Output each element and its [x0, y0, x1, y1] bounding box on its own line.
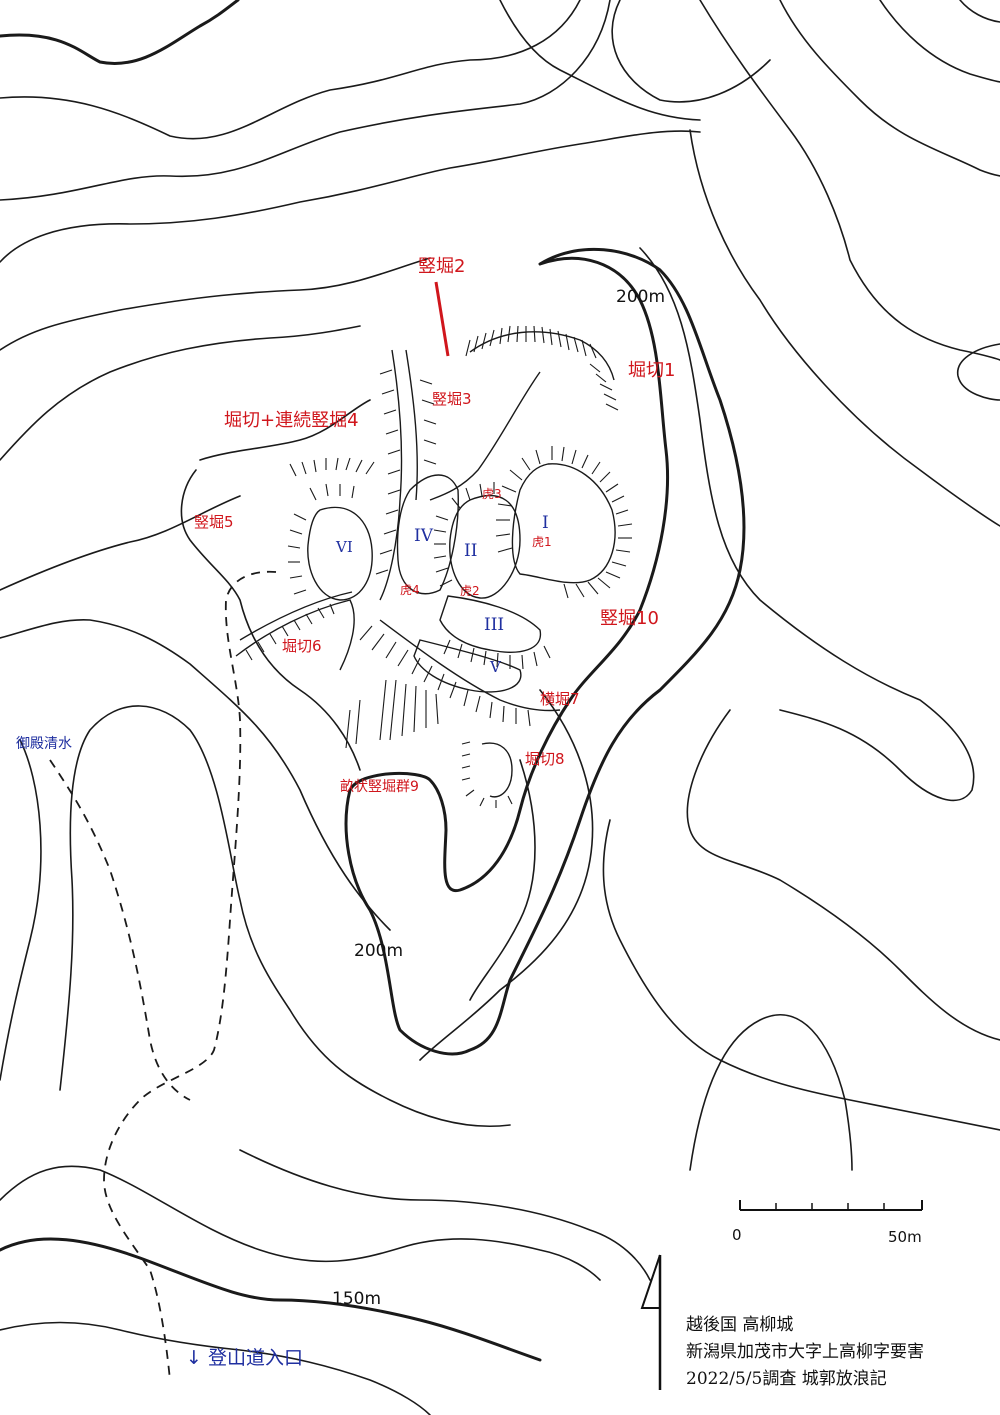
trench-7 [379, 619, 561, 712]
trench-6 [235, 599, 355, 671]
label-tatebori3: 竪堀3 [432, 390, 472, 408]
hachure-ridge-north [465, 325, 597, 359]
label-koguchi4: 虎4 [400, 583, 420, 597]
note-survey-date: 2022/5/5調査 城郭放浪記 [686, 1369, 887, 1389]
enclosure-I-outline [511, 463, 616, 584]
contour-200m-main [344, 247, 746, 1056]
hachure-enclosure-I [495, 446, 633, 599]
enclosure-II-outline [449, 495, 521, 599]
contour-top-left [0, 0, 240, 65]
contour-line [611, 0, 771, 103]
scale-bar: 0 50m [732, 1200, 923, 1246]
contour-line [0, 1321, 431, 1415]
ridge-trench [405, 349, 418, 501]
label-koguchi1: 虎1 [532, 535, 552, 549]
contour-line [959, 0, 1000, 23]
contour-line [469, 759, 536, 1001]
contour-150m [0, 1237, 542, 1362]
scale-zero: 0 [732, 1226, 742, 1244]
hachure-horikiri-8 [461, 741, 513, 808]
contour-line [957, 343, 1000, 401]
contour-line [639, 247, 975, 802]
contour-label-200m-top: 200m [616, 287, 665, 307]
contour-line [0, 619, 391, 931]
hachures [245, 325, 633, 808]
contour-line [779, 0, 1000, 177]
contour-line [0, 0, 611, 201]
contour-line [180, 469, 361, 771]
contour-line [239, 1149, 651, 1281]
contour-line [0, 325, 361, 461]
contour-line [699, 0, 1000, 361]
enclosure-III: III [484, 615, 504, 635]
trail-main [103, 570, 277, 1381]
ridge-trench [379, 349, 403, 601]
note-location: 新潟県加茂市大字上高柳字要害 [686, 1342, 924, 1362]
trails [49, 570, 277, 1381]
contour-line [0, 495, 241, 591]
elevation-labels: 200m 200m 150m [332, 287, 665, 1309]
enclosure-V-outline [413, 639, 522, 693]
hachure-tatebori-9 [345, 679, 439, 749]
contour-line [0, 0, 581, 140]
enclosure-labels: I II III IV V VI [335, 513, 549, 676]
contour-line [59, 705, 511, 1128]
hachure-enclosure-II [433, 482, 495, 587]
label-tatebori10: 竪堀10 [600, 608, 659, 629]
contour-line [0, 130, 701, 263]
tatebori2-marker-line [434, 281, 450, 357]
trench-6 [239, 591, 353, 641]
hachure-enclosure-VI [287, 483, 355, 595]
contour-200m-inner [199, 399, 371, 461]
label-tatebori2: 竪堀2 [418, 256, 465, 277]
enclosure-VI: VI [335, 538, 353, 556]
enclosure-II: II [464, 541, 477, 561]
contour-line [0, 257, 431, 351]
note-castle-name: 越後国 高柳城 [686, 1315, 793, 1335]
hachure-ridge-trench [375, 369, 437, 575]
label-yokobori7: 横堀7 [540, 690, 580, 708]
contour-line [0, 1165, 601, 1281]
contour-line [689, 129, 1000, 527]
survey-notes: 越後国 高柳城 新潟県加茂市大字上高柳字要害 2022/5/5調査 城郭放浪記 [686, 1315, 924, 1389]
contour-line [419, 689, 594, 1061]
upper-ridge [429, 371, 541, 501]
contour-line [879, 0, 1000, 83]
enclosure-III-outline [439, 595, 542, 653]
enclosure-VI-outline [307, 506, 373, 601]
label-koguchi3: 虎3 [482, 487, 502, 501]
feature-labels: 竪堀2 堀切1 竪堀3 堀切+連続竪堀4 竪堀5 堀切6 竪堀10 横堀7 堀切… [194, 256, 675, 795]
hachure-enclosure-III [443, 639, 551, 670]
north-arrow-icon [640, 1254, 662, 1390]
contour-line [686, 709, 1000, 1041]
trench-8 [481, 742, 513, 798]
label-tatebori5: 竪堀5 [194, 513, 234, 531]
enclosure-IV: IV [414, 526, 434, 546]
label-horikiri8: 堀切8 [525, 750, 565, 768]
contour-label-150m: 150m [332, 1289, 381, 1309]
enclosure-IV-outline [396, 474, 459, 595]
label-unejo9: 畝状竪堀群9 [340, 779, 419, 795]
trail-spring [49, 759, 191, 1101]
contour-line [0, 739, 42, 1081]
hachure-horikiri-1 [589, 363, 619, 411]
enclosure-I: I [542, 513, 549, 533]
contour-line [602, 819, 1000, 1131]
place-trailhead: ↓ 登山道入口 [186, 1347, 303, 1369]
contour-line [499, 0, 701, 121]
hachure-west-slope [289, 457, 375, 477]
scale-end: 50m [888, 1228, 922, 1246]
hachure-south-slope [359, 625, 531, 727]
label-koguchi2: 虎2 [460, 584, 480, 598]
enclosure-V: V [489, 658, 502, 676]
label-horikiri1: 堀切1 [628, 360, 675, 381]
label-horikiri-renzoku4: 堀切+連続竪堀4 [224, 410, 359, 431]
contour-line [689, 1014, 853, 1171]
hachure-trench-6 [245, 603, 335, 661]
place-spring: 御殿清水 [16, 736, 72, 752]
label-horikiri6: 堀切6 [282, 637, 322, 655]
contour-label-200m-bottom: 200m [354, 941, 403, 961]
